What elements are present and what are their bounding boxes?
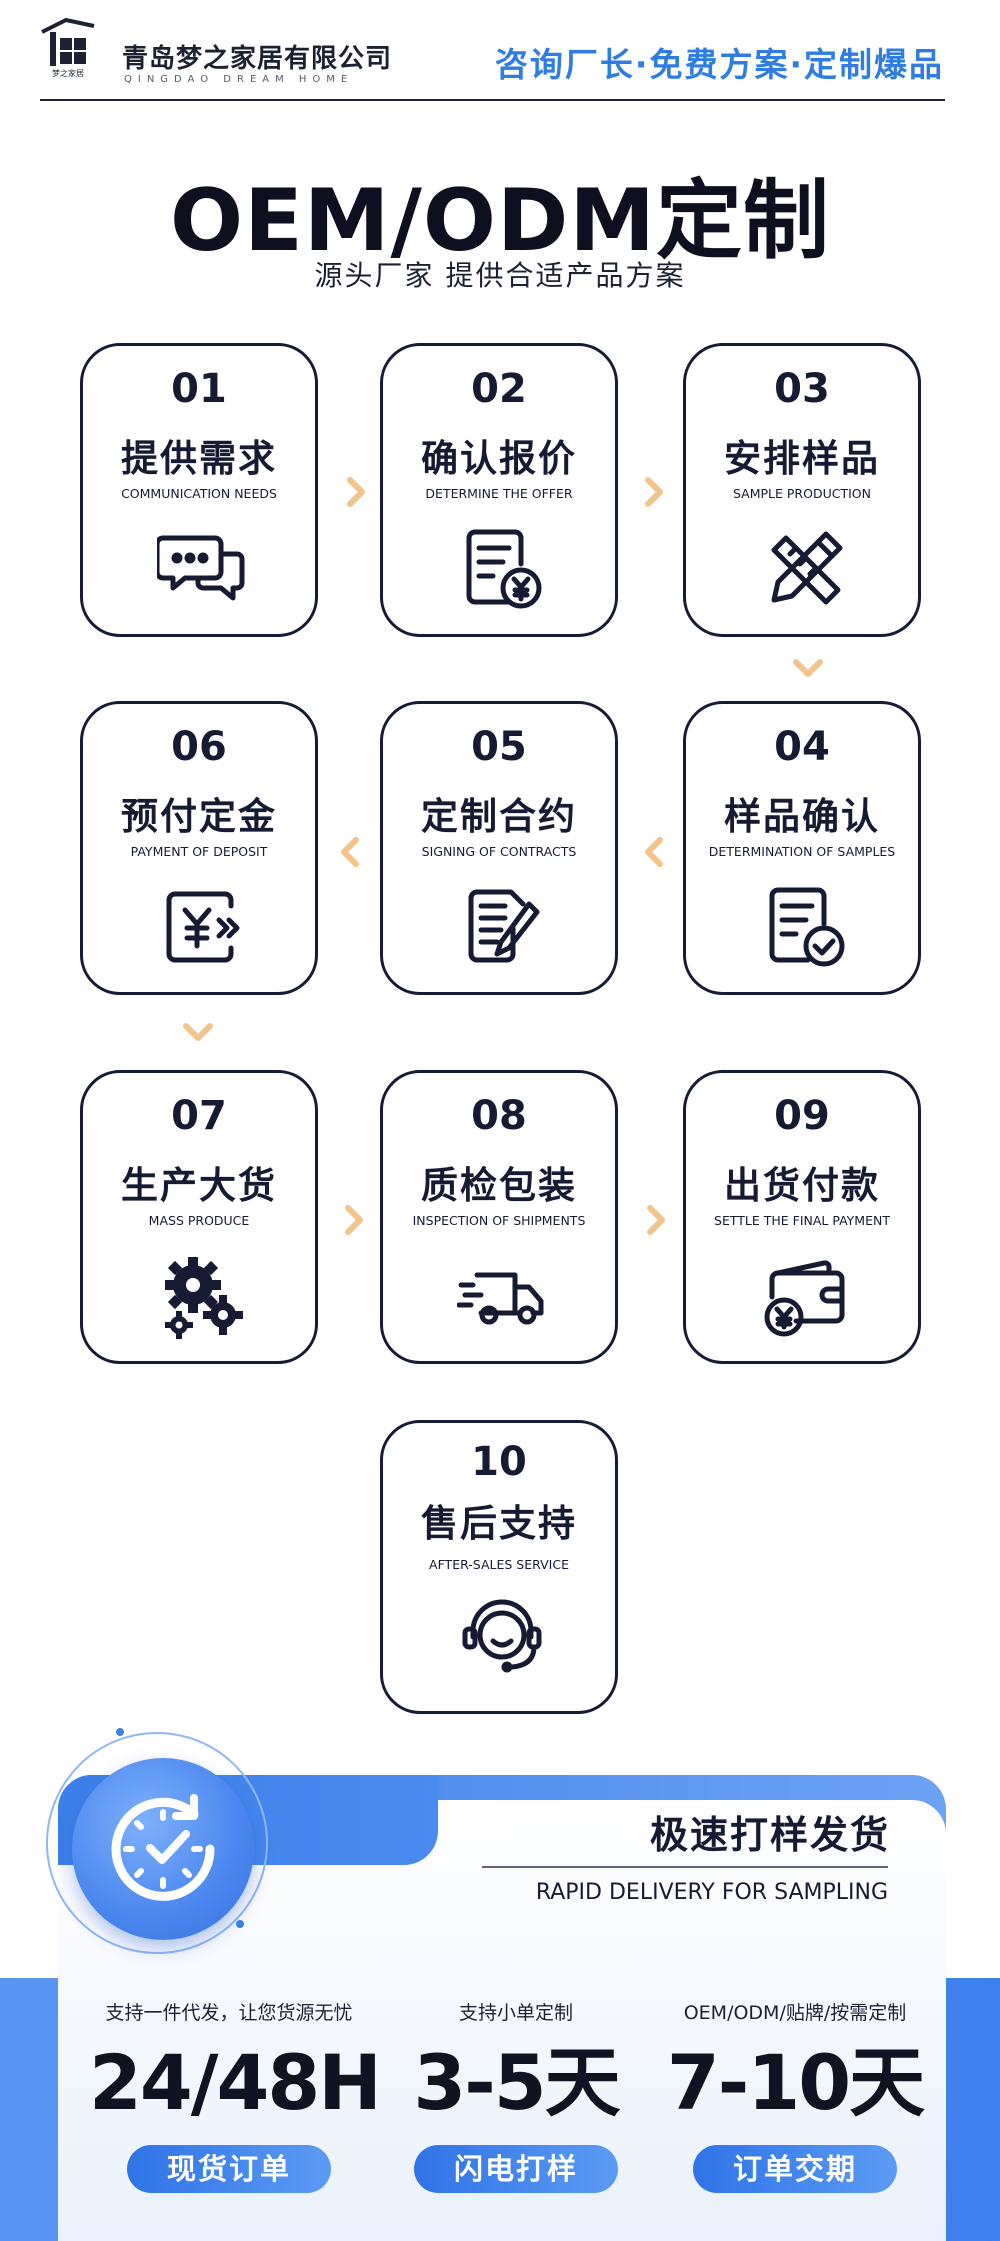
step-card-09: 09 出货付款 SETTLE THE FINAL PAYMENT	[683, 1070, 921, 1364]
offer-badge-button[interactable]: 现货订单	[127, 2145, 331, 2193]
gears-icon	[165, 1257, 243, 1339]
pencil-ruler-icon	[771, 531, 843, 605]
yuan-payment-icon	[166, 891, 240, 963]
page-subtitle: 源头厂家 提供合适产品方案	[314, 259, 686, 292]
step-number: 06	[171, 724, 227, 770]
arrow-down-icon	[793, 659, 823, 677]
step-title: 样品确认	[724, 795, 880, 838]
offer-spot-order: 支持一件代发，让您货源无忧 24/48H 现货订单	[89, 1998, 382, 2193]
step-title: 确认报价	[421, 437, 577, 480]
offer-value: 3-5天	[413, 2038, 620, 2127]
arrow-right-icon	[347, 477, 365, 507]
step-title: 提供需求	[121, 437, 277, 480]
step-number: 03	[774, 366, 830, 412]
step-number: 04	[774, 724, 830, 770]
step-card-08: 08 质检包装 INSPECTION OF SHIPMENTS	[380, 1070, 618, 1364]
step-card-10: 10 售后支持 AFTER-SALES SERVICE	[380, 1420, 618, 1714]
page-title: OEM/ODM定制	[170, 171, 830, 271]
step-title: 出货付款	[724, 1164, 880, 1207]
contract-pen-icon	[468, 889, 540, 963]
offer-sample: 支持小单定制 3-5天 闪电打样	[376, 1998, 656, 2193]
step-subtitle: SIGNING OF CONTRACTS	[421, 844, 577, 859]
orbit-dot	[116, 1728, 124, 1736]
arrow-right-icon	[647, 1205, 665, 1235]
quote-document-icon	[466, 529, 542, 609]
step-title: 质检包装	[421, 1164, 577, 1207]
step-number: 10	[471, 1439, 527, 1485]
rapid-subtitle: RAPID DELIVERY FOR SAMPLING	[535, 1880, 888, 1905]
document-check-icon	[769, 887, 845, 967]
step-subtitle: AFTER-SALES SERVICE	[429, 1557, 569, 1572]
offer-caption: 支持小单定制	[458, 2002, 573, 2024]
step-subtitle: DETERMINATION OF SAMPLES	[708, 844, 896, 859]
step-number: 05	[471, 724, 527, 770]
header-slogan: 咨询厂长·免费方案·定制爆品	[494, 45, 944, 84]
step-subtitle: SAMPLE PRODUCTION	[733, 486, 871, 501]
header-divider	[40, 99, 945, 101]
step-title: 售后支持	[421, 1502, 577, 1545]
arrow-left-icon	[645, 837, 663, 867]
chat-bubbles-icon	[157, 535, 245, 601]
step-title: 预付定金	[121, 795, 277, 838]
delivery-truck-icon	[457, 1272, 544, 1325]
offer-badge-button[interactable]: 订单交期	[693, 2145, 897, 2193]
arrow-right-icon	[345, 1205, 363, 1235]
step-title: 安排样品	[724, 437, 880, 480]
step-subtitle: MASS PRODUCE	[148, 1213, 250, 1228]
step-card-02: 02 确认报价 DETERMINE THE OFFER	[380, 343, 618, 637]
offer-badge-button[interactable]: 闪电打样	[414, 2145, 618, 2193]
headset-support-icon	[462, 1599, 542, 1673]
wallet-yuan-icon	[764, 1260, 845, 1337]
step-subtitle: INSPECTION OF SHIPMENTS	[412, 1213, 586, 1228]
step-subtitle: SETTLE THE FINAL PAYMENT	[714, 1213, 890, 1228]
arrow-right-icon	[645, 477, 663, 507]
step-number: 07	[171, 1093, 227, 1139]
offer-value: 24/48H	[89, 2038, 382, 2127]
orbit-dot	[236, 1920, 244, 1928]
clock-orbit	[46, 1732, 268, 1954]
company-name: 青岛梦之家居有限公司	[122, 44, 393, 74]
offer-value: 7-10天	[666, 2038, 925, 2127]
company-name-en: QINGDAO DREAM HOME	[124, 74, 354, 85]
offer-lead-time: OEM/ODM/贴牌/按需定制 7-10天 订单交期	[655, 1998, 935, 2193]
step-card-05: 05 定制合约 SIGNING OF CONTRACTS	[380, 701, 618, 995]
step-number: 09	[774, 1093, 830, 1139]
step-number: 02	[471, 366, 527, 412]
offer-caption: OEM/ODM/贴牌/按需定制	[683, 2002, 907, 2024]
rapid-title: 极速打样发货	[649, 1813, 890, 1857]
step-card-06: 06 预付定金 PAYMENT OF DEPOSIT	[80, 701, 318, 995]
header: 梦之家居 青岛梦之家居有限公司 QINGDAO DREAM HOME 咨询厂长·…	[0, 0, 1000, 102]
step-card-03: 03 安排样品 SAMPLE PRODUCTION	[683, 343, 921, 637]
step-number: 08	[471, 1093, 527, 1139]
step-card-04: 04 样品确认 DETERMINATION OF SAMPLES	[683, 701, 921, 995]
step-title: 定制合约	[421, 795, 577, 838]
step-subtitle: PAYMENT OF DEPOSIT	[130, 844, 268, 859]
clock-icon	[111, 1794, 215, 1901]
logo-icon: 梦之家居	[41, 18, 95, 78]
step-card-07: 07 生产大货 MASS PRODUCE	[80, 1070, 318, 1364]
step-subtitle: DETERMINE THE OFFER	[425, 486, 573, 501]
arrow-down-icon	[183, 1023, 213, 1041]
rapid-divider	[482, 1866, 888, 1868]
step-card-01: 01 提供需求 COMMUNICATION NEEDS	[80, 343, 318, 637]
logo-text: 梦之家居	[52, 68, 84, 78]
arrow-left-icon	[341, 837, 359, 867]
step-number: 01	[171, 366, 227, 412]
offer-caption: 支持一件代发，让您货源无忧	[105, 2002, 353, 2024]
step-title: 生产大货	[121, 1164, 277, 1207]
clock-badge	[72, 1758, 254, 1940]
step-subtitle: COMMUNICATION NEEDS	[121, 486, 277, 501]
